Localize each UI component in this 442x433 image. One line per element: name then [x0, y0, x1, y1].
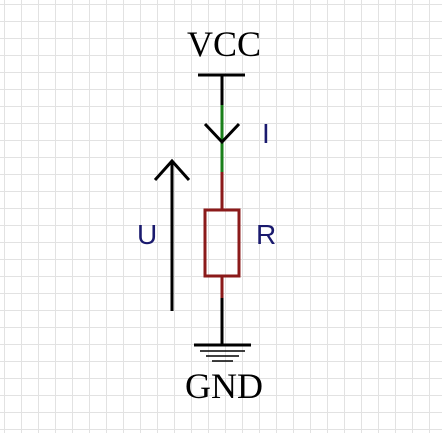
current-arrow-icon: [203, 122, 241, 145]
resistor-icon: [203, 208, 241, 278]
vcc-label: VCC: [187, 24, 261, 64]
gnd-label: GND: [185, 366, 263, 406]
resistor-label: R: [256, 219, 276, 250]
current-label: I: [262, 118, 270, 149]
voltage-label: U: [137, 219, 157, 250]
voltage-arrow-icon: [153, 158, 191, 311]
ground-symbol-icon: [194, 343, 251, 362]
